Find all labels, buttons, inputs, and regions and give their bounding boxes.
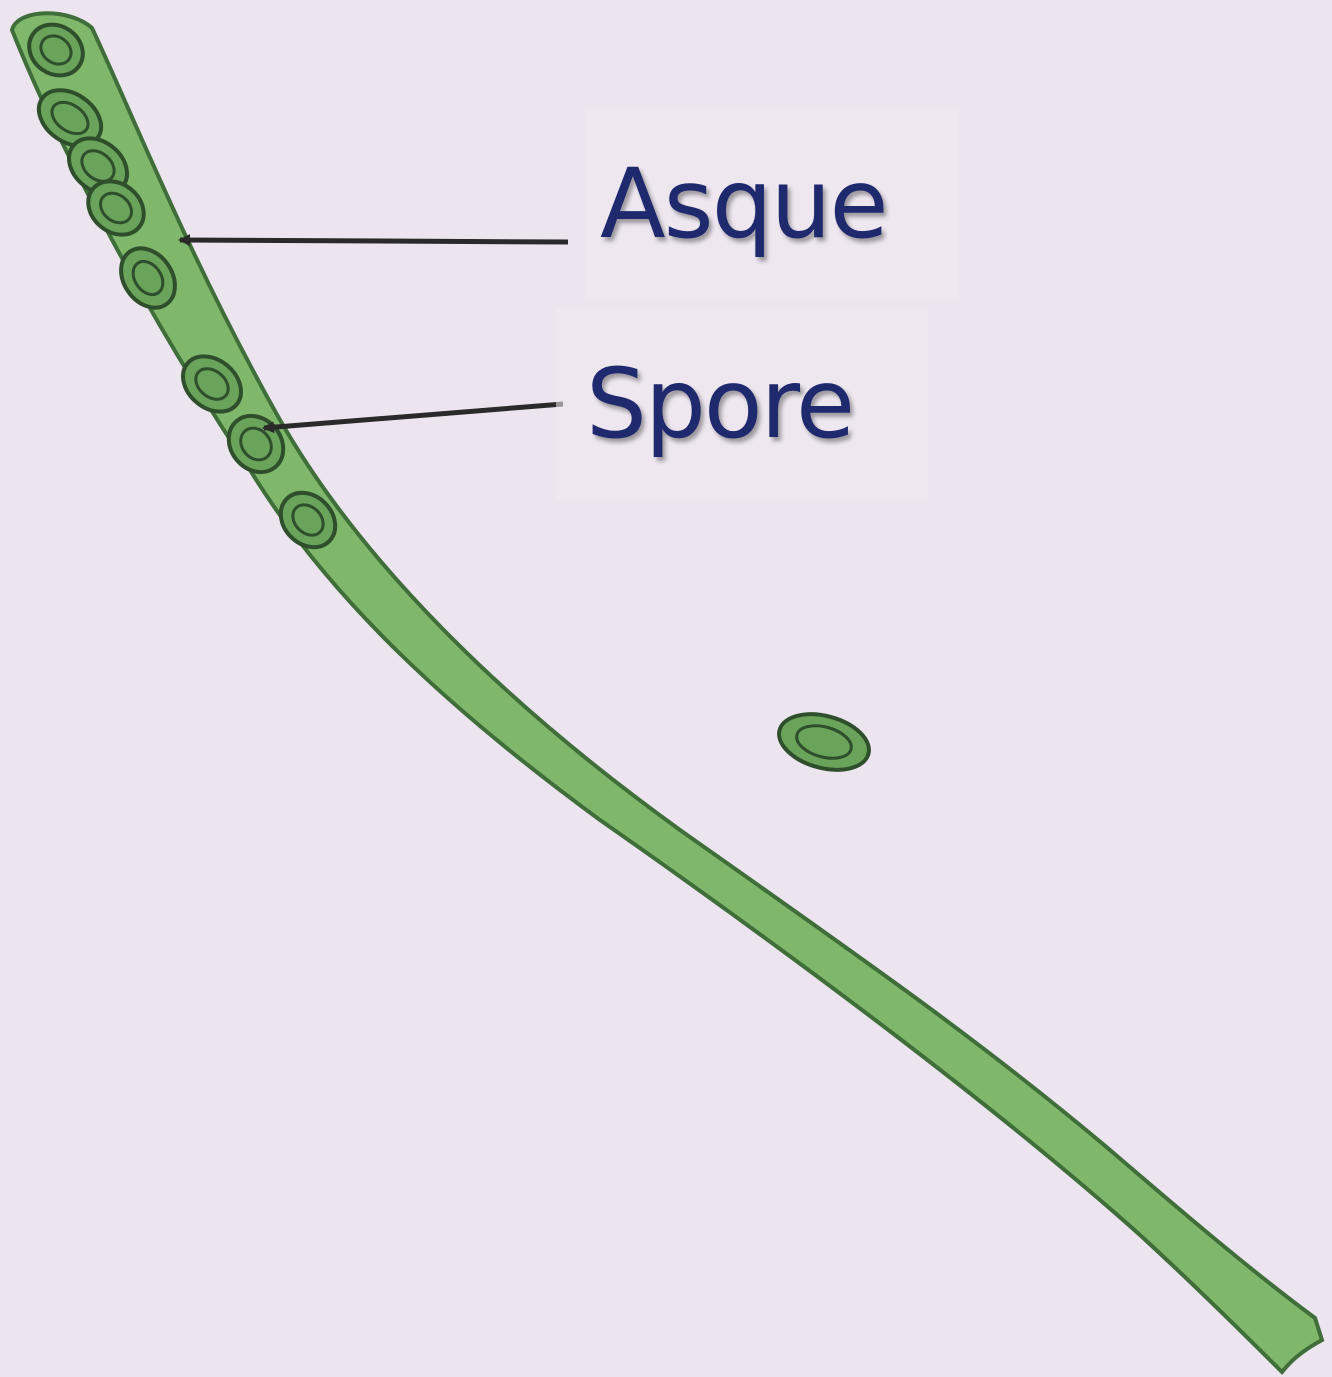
spore-label-box: Spore (556, 308, 928, 500)
asque-pointer-arrow (180, 240, 568, 242)
spore-illustration (773, 705, 875, 779)
asque-label: Asque (600, 156, 887, 252)
spore-pointer-arrow (264, 404, 563, 428)
spore-label: Spore (586, 356, 853, 452)
asque-label-box: Asque (586, 108, 958, 300)
